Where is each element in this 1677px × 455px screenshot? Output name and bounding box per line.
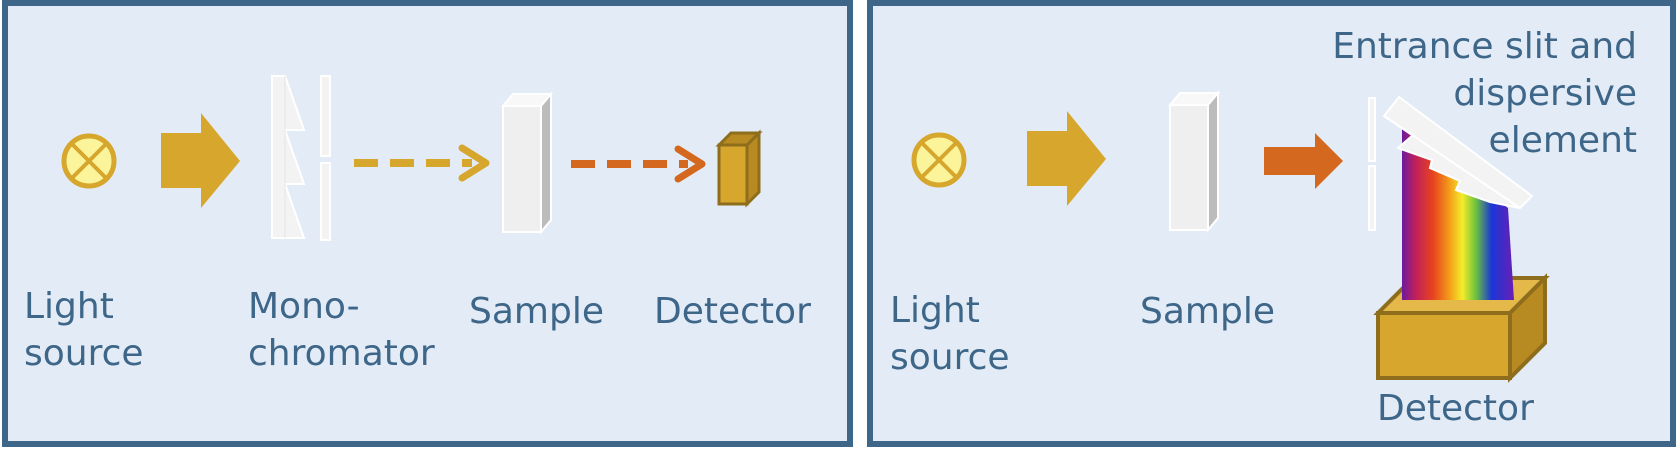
diffraction-grating-icon — [1382, 95, 1534, 210]
label-sample: Sample — [1140, 291, 1275, 332]
light-bulb-icon — [911, 132, 967, 188]
light-bulb-icon — [61, 133, 117, 189]
transmitted-beam-arrow-icon — [571, 145, 706, 183]
label-light-source-line-2: source — [890, 337, 1010, 378]
label-entrance-slit-line-3: element — [1488, 120, 1637, 161]
label-monochromator: Mono- chromator — [248, 283, 435, 377]
label-light-source-line-1: Light — [24, 286, 114, 327]
label-monochromator-line-2: chromator — [248, 333, 435, 374]
label-light-source-line-1: Light — [890, 290, 980, 331]
label-entrance-slit-and-dispersive-element: Entrance slit and dispersive element — [1332, 23, 1637, 164]
left-panel — [2, 0, 853, 447]
label-detector: Detector — [654, 291, 811, 332]
rainbow-spectrum-icon — [1402, 128, 1514, 300]
monochromatic-beam-arrow-icon — [354, 144, 490, 182]
light-arrow-icon — [1027, 111, 1106, 206]
cuvette-icon — [500, 91, 554, 235]
transmitted-beam-arrow-icon — [1264, 133, 1343, 189]
light-arrow-icon — [161, 113, 240, 208]
label-entrance-slit-line-1: Entrance slit and — [1332, 26, 1637, 67]
right-panel — [867, 0, 1676, 447]
exit-slit-icon — [320, 75, 331, 241]
diffraction-grating-icon — [271, 75, 306, 239]
label-monochromator-line-1: Mono- — [248, 286, 360, 327]
label-detector: Detector — [1377, 388, 1534, 429]
left-panel-frame — [2, 0, 853, 447]
label-light-source: Light source — [890, 287, 1010, 381]
cuvette-icon — [1167, 90, 1221, 233]
label-light-source: Light source — [24, 283, 144, 377]
label-entrance-slit-line-2: dispersive — [1453, 73, 1637, 114]
entrance-slit-icon — [1368, 97, 1376, 231]
label-light-source-line-2: source — [24, 333, 144, 374]
right-panel-frame — [867, 0, 1676, 447]
label-sample: Sample — [469, 291, 604, 332]
detector-box-icon — [715, 129, 763, 208]
